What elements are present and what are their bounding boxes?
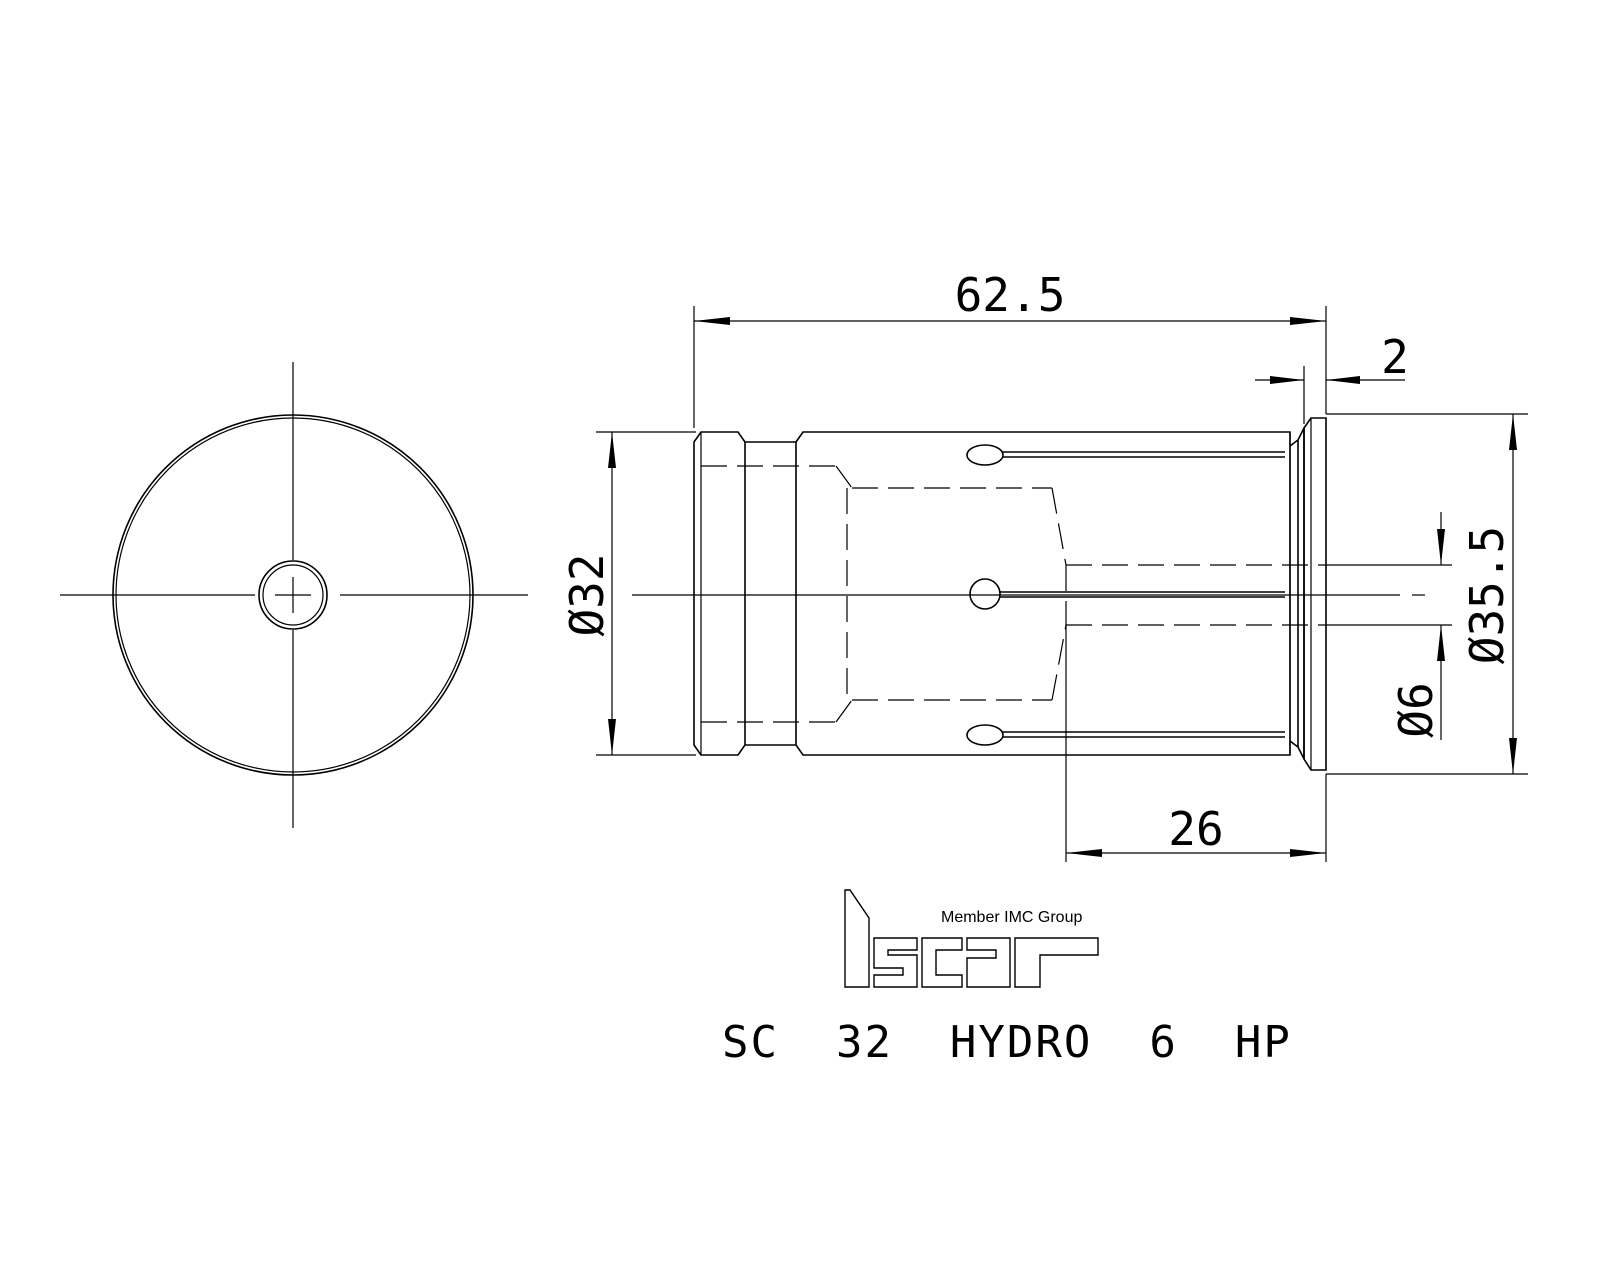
dimensions: 62.5 2 Ø32 Ø35.5 Ø6 <box>560 268 1528 862</box>
dim-flange-arrow-right <box>1326 376 1360 384</box>
logo-letter-s <box>873 937 918 988</box>
end-view-bore-circle <box>258 560 328 630</box>
side-view <box>632 417 1425 771</box>
dim-flange-arrow-left <box>1270 376 1304 384</box>
hidden-lines <box>701 465 1326 723</box>
hidden-taper-top <box>1051 487 1067 566</box>
logo-letter-a <box>966 937 1011 988</box>
slot-bottom-hole <box>966 724 1004 746</box>
end-view <box>60 362 528 828</box>
logo-letter-r <box>1014 937 1099 988</box>
dim-length-arrow-left <box>694 317 730 325</box>
collet-flange <box>1303 417 1327 771</box>
end-view-bore-inner-edge <box>262 564 324 626</box>
product-code: SC 32 HYDRO 6 HP <box>722 1017 1292 1068</box>
dim-flange-dia-arrow-top <box>1509 414 1517 450</box>
logo-letter-i <box>844 889 870 988</box>
dim-flange-diameter: Ø35.5 <box>1460 526 1514 664</box>
dim-bore-arrow-bottom <box>1437 625 1445 661</box>
dim-length-arrow-right <box>1290 317 1326 325</box>
slot-bottom <box>966 724 1285 746</box>
hidden-chamfer-top <box>835 465 853 489</box>
logo-tagline: Member IMC Group <box>941 909 1082 926</box>
dim-bore-depth: 26 <box>1168 802 1223 856</box>
dim-flange-dia-arrow-bottom <box>1509 738 1517 774</box>
slot-top <box>966 444 1285 466</box>
dim-body-arrow-top <box>608 432 616 468</box>
dim-bore-arrow-top <box>1437 529 1445 565</box>
dim-overall-length: 62.5 <box>955 268 1066 322</box>
slot-top-hole <box>966 444 1004 466</box>
hidden-taper-bottom <box>1051 624 1067 701</box>
collet-main-body <box>795 431 1291 756</box>
slot-middle-hole <box>969 578 1001 610</box>
iscar-logo: Member IMC Group <box>844 889 1099 988</box>
dim-bore-diameter: Ø6 <box>1389 682 1443 737</box>
hidden-chamfer-bottom <box>835 699 853 723</box>
dim-body-diameter: Ø32 <box>560 553 614 636</box>
dim-flange-width: 2 <box>1381 330 1409 384</box>
groove-1 <box>1289 438 1299 749</box>
logo-letter-c <box>921 937 963 988</box>
groove-2 <box>1297 427 1305 760</box>
slot-middle <box>969 578 1285 610</box>
dim-depth-arrow-left <box>1066 849 1102 857</box>
dim-depth-arrow-right <box>1290 849 1326 857</box>
dim-body-arrow-bottom <box>608 719 616 755</box>
collet-left-collar <box>693 431 746 756</box>
